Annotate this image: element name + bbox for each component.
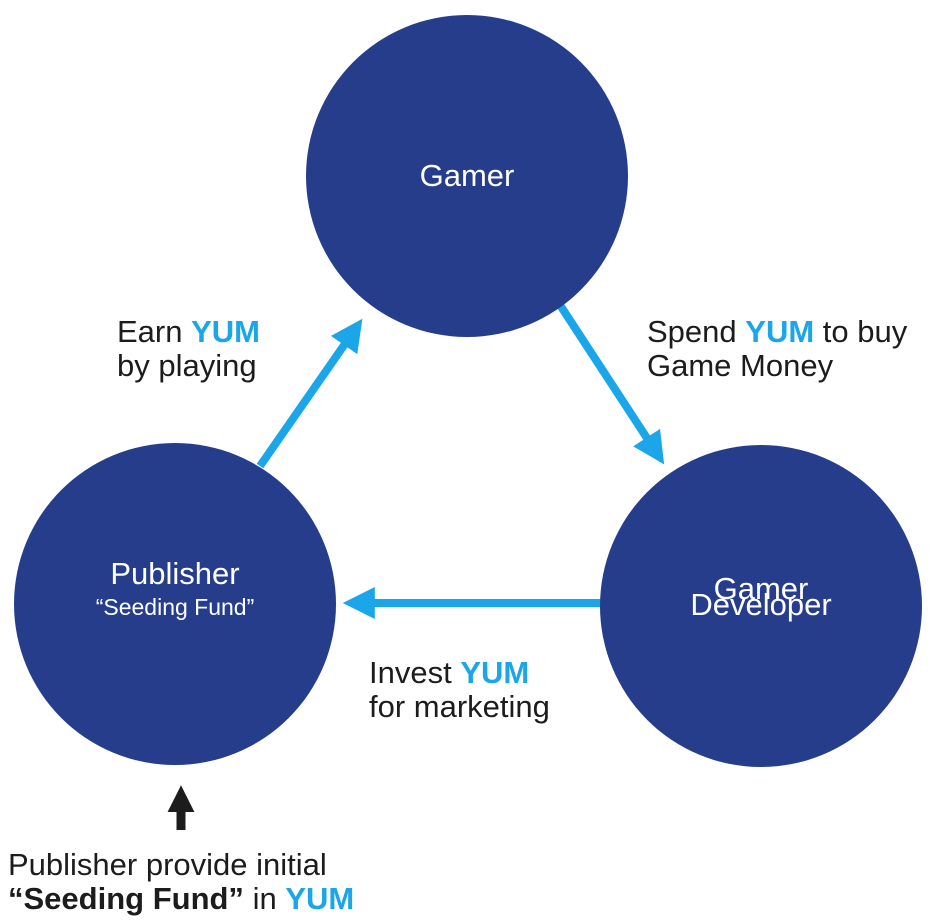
node-gamer-title: Gamer (419, 158, 515, 193)
invest-token: YUM (460, 655, 530, 690)
node-gamer: Gamer (306, 15, 628, 337)
seed-mid: in (252, 881, 277, 916)
spend-pre: Spend (647, 314, 737, 349)
seed-line1: Publisher provide initial (8, 847, 327, 882)
edge-label-earn: Earn YUM by playing (117, 315, 260, 383)
invest-pre: Invest (369, 655, 452, 690)
spend-token: YUM (745, 314, 815, 349)
edge-label-invest: Invest YUM for marketing (369, 656, 550, 724)
node-publisher: Publisher “Seeding Fund” (14, 443, 336, 765)
spend-post: Game Money (647, 348, 834, 383)
node-publisher-subtitle: “Seeding Fund” (95, 594, 255, 620)
seed-fund: “Seeding Fund” (8, 881, 244, 916)
node-developer: Gamer Developer (600, 445, 922, 767)
earn-post: by playing (117, 348, 257, 383)
node-publisher-title: Publisher (110, 556, 240, 591)
edge-label-spend: Spend YUM to buy Game Money (647, 315, 907, 383)
earn-pre: Earn (117, 314, 183, 349)
spend-mid: to buy (822, 314, 908, 349)
seed-token: YUM (285, 881, 355, 916)
seed-note: Publisher provide initial “Seeding Fund”… (8, 848, 354, 916)
invest-post: for marketing (369, 689, 550, 724)
node-developer-line1: Gamer (713, 571, 809, 606)
arrow-gamer-to-developer (556, 302, 665, 465)
earn-token: YUM (191, 314, 260, 349)
node-developer-line2: Developer (690, 587, 832, 622)
arrow-publisher-to-gamer (256, 318, 363, 469)
